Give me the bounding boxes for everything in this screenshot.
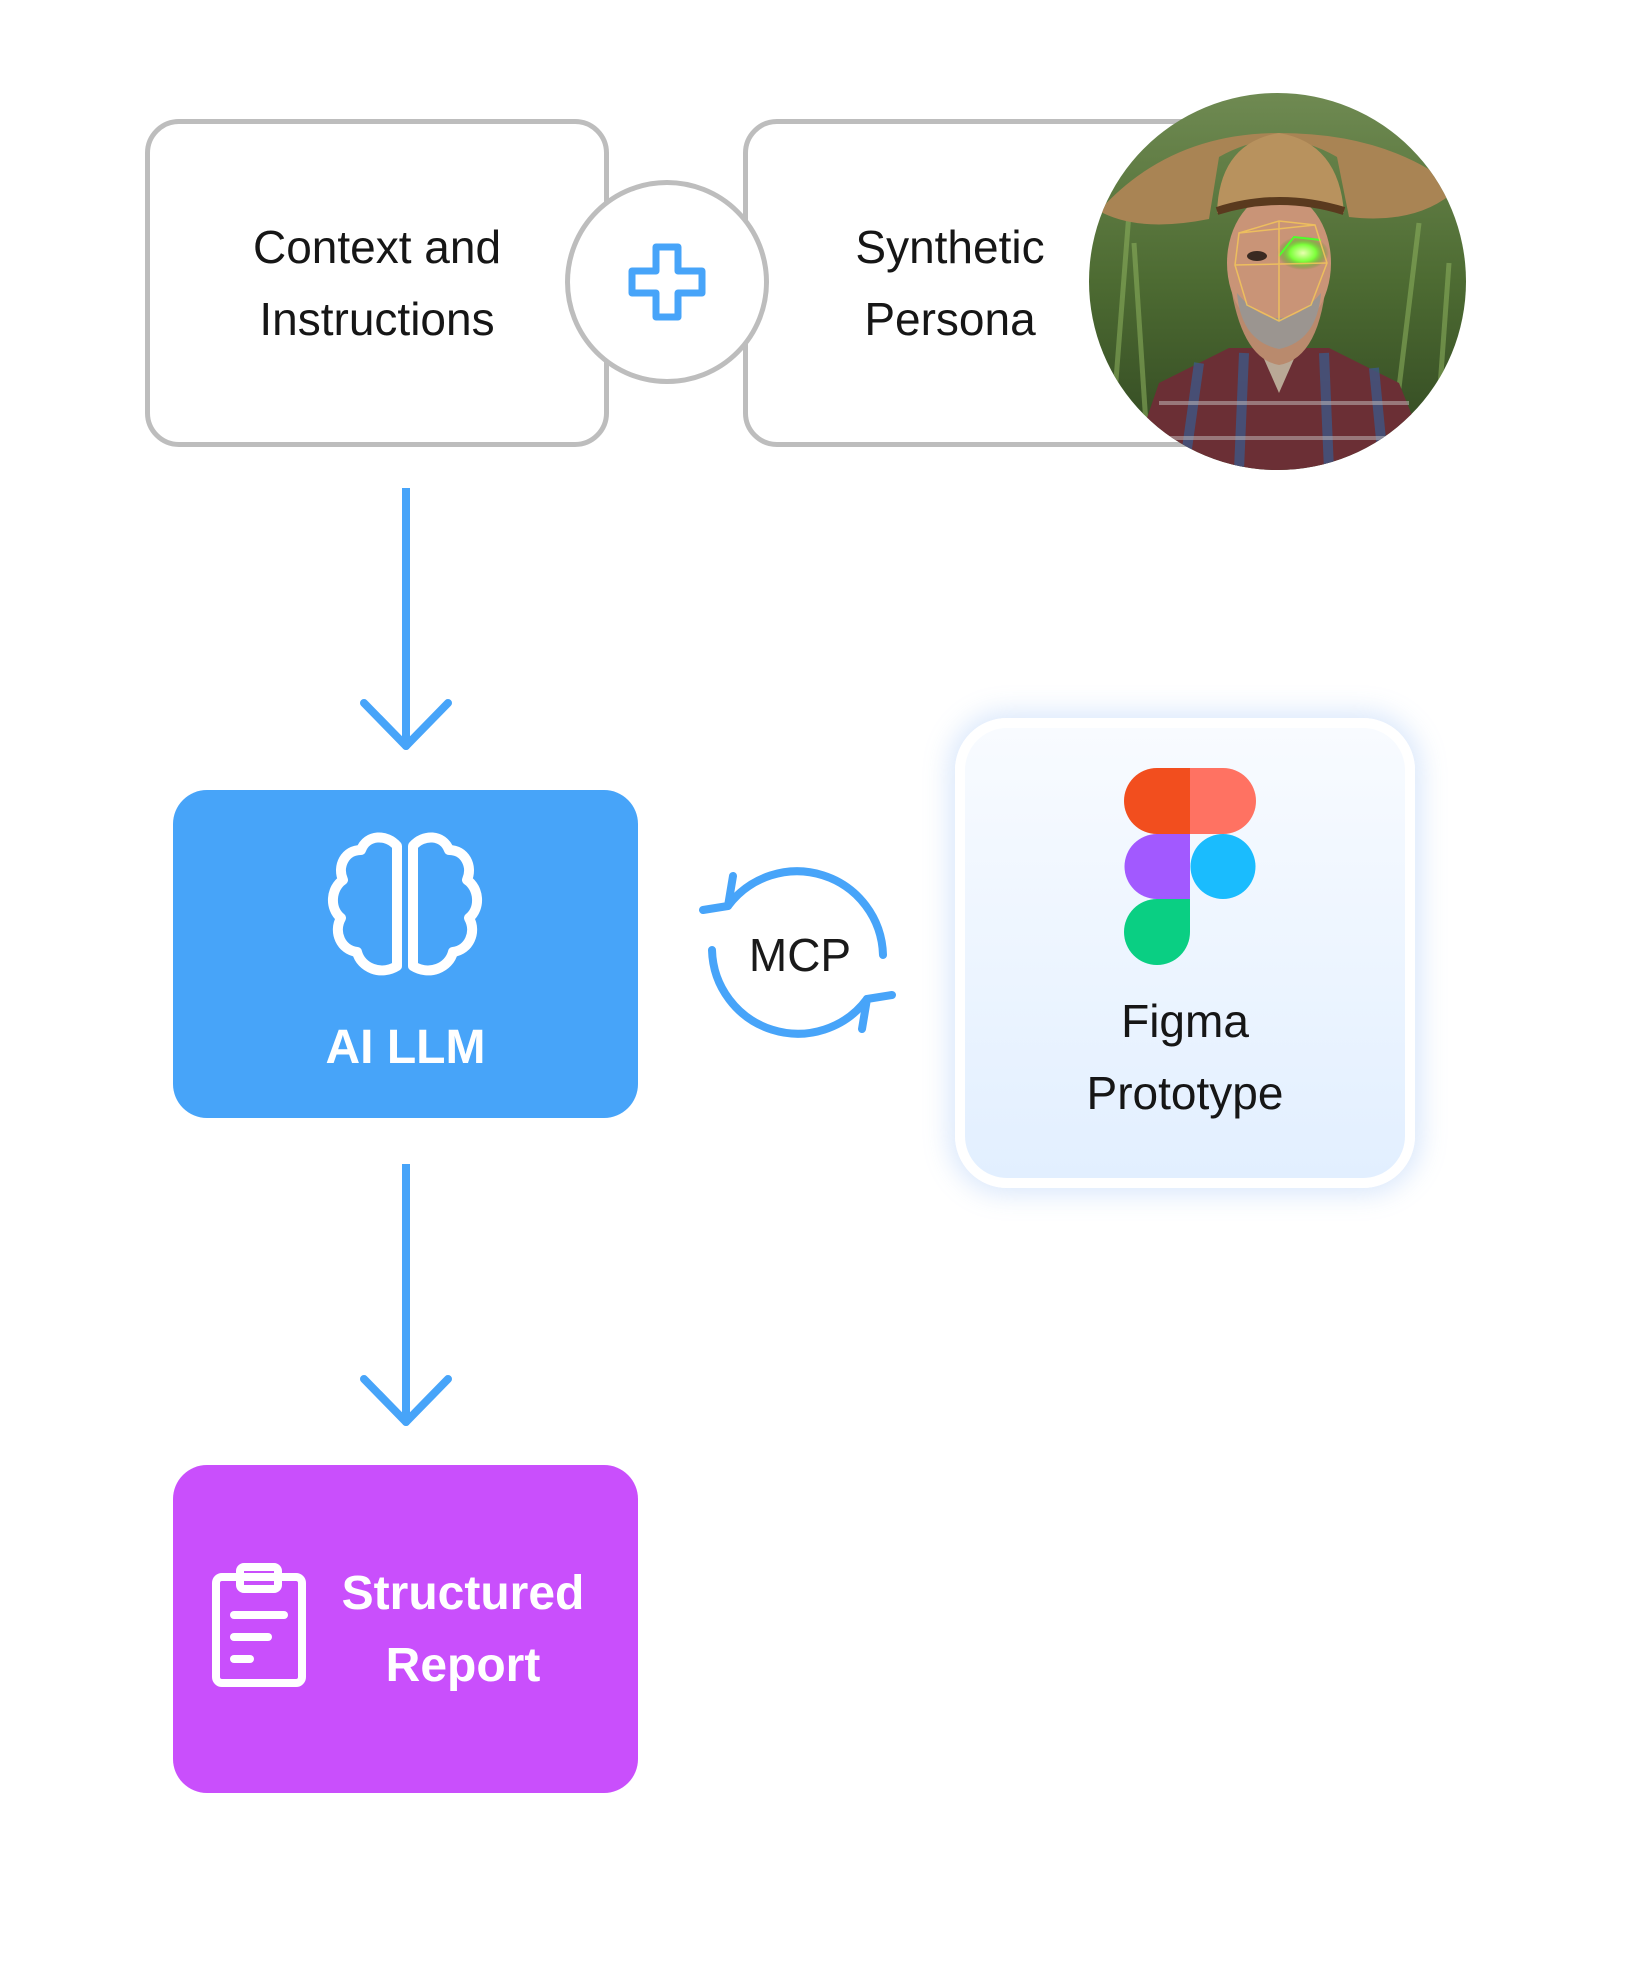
report-box [173,1465,638,1793]
plus-icon [628,243,706,321]
context-box [145,119,609,447]
llm-box [173,790,638,1118]
llm-label: AI LLM [325,1021,486,1074]
context-label: Context and Instructions [252,221,502,345]
persona-photo [1089,93,1466,470]
figma-logo [1124,768,1256,965]
mcp-label: MCP [748,929,852,981]
cycle-arrows-icon [699,867,896,1038]
clipboard-icon [212,1563,306,1687]
arrow-down-icon [360,488,452,750]
brain-icon [328,832,482,976]
arrow-down-icon [360,1164,452,1426]
plus-connector [565,180,769,384]
persona-label: Synthetic Persona [855,221,1045,345]
figma-label: Figma Prototype [1086,995,1284,1119]
report-label: Structured Report [341,1567,585,1692]
